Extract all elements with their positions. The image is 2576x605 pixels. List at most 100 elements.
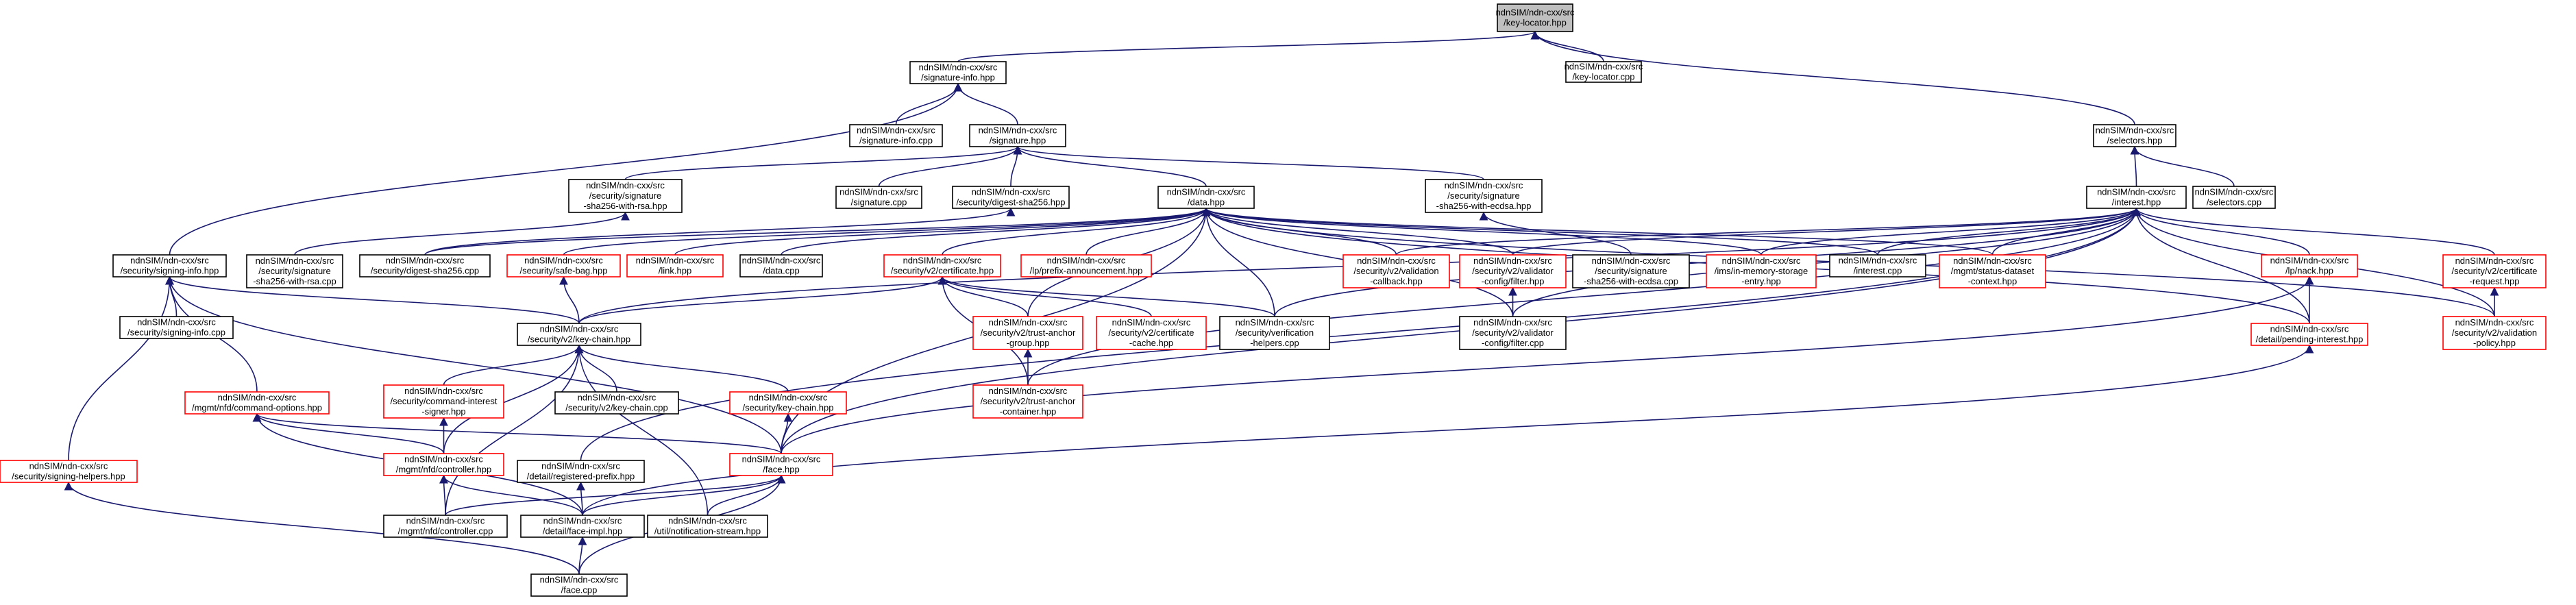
node-verif-cpp[interactable]: ndnSIM/ndn-cxx/src/security/verification… — [1219, 316, 1330, 350]
node-label-line: /security/v2/validation — [1353, 266, 1438, 276]
node-ctrl-cpp[interactable]: ndnSIM/ndn-cxx/src/mgmt/nfd/controller.c… — [383, 515, 508, 538]
node-ecdsa-cpp[interactable]: ndnSIM/ndn-cxx/src/security/signature-sh… — [1572, 254, 1690, 288]
node-label-line: /security/v2/certificate — [2452, 266, 2538, 276]
node-data-hpp[interactable]: ndnSIM/ndn-cxx/src/data.hpp — [1157, 186, 1255, 209]
node-statusds-hpp[interactable]: ndnSIM/ndn-cxx/src/mgmt/status-dataset-c… — [1939, 254, 2046, 288]
node-interest-cpp[interactable]: ndnSIM/ndn-cxx/src/interest.cpp — [1829, 254, 1926, 277]
node-nack-hpp[interactable]: ndnSIM/ndn-cxx/src/lp/nack.hpp — [2261, 254, 2358, 277]
node-ctrl-hpp[interactable]: ndnSIM/ndn-cxx/src/mgmt/nfd/controller.h… — [383, 453, 504, 476]
node-notif-hpp[interactable]: ndnSIM/ndn-cxx/src/util/notification-str… — [647, 515, 768, 538]
node-label-line: /selectors.cpp — [2207, 197, 2261, 208]
node-label-line: ndnSIM/ndn-cxx/src — [543, 516, 622, 526]
node-valpol-hpp[interactable]: ndnSIM/ndn-cxx/src/security/v2/validatio… — [2442, 316, 2547, 350]
node-keychain-hpp[interactable]: ndnSIM/ndn-cxx/src/security/v2/key-chain… — [517, 323, 641, 346]
node-box — [2250, 323, 2368, 346]
node-label-line: -sha256-with-ecdsa.cpp — [1584, 276, 1678, 286]
node-label-line: /lp/nack.hpp — [2285, 266, 2333, 276]
edge-sig_hpp-to-siginfo_hpp — [953, 82, 1018, 125]
edge-seckc_hpp-to-keychain_hpp — [574, 344, 789, 393]
node-ta-group-hpp[interactable]: ndnSIM/ndn-cxx/src/security/v2/trust-anc… — [972, 316, 1083, 350]
node-box — [184, 391, 330, 415]
node-label-line: /ims/in-memory-storage — [1715, 266, 1808, 276]
node-label-line: ndnSIM/ndn-cxx/src — [218, 393, 297, 403]
node-box — [1829, 254, 1926, 277]
node-signing-info-cpp[interactable]: ndnSIM/ndn-cxx/src/security/signing-info… — [119, 316, 234, 339]
edge-face_hpp-to-nack_hpp — [781, 275, 2314, 454]
node-cert-hpp[interactable]: ndnSIM/ndn-cxx/src/security/v2/certifica… — [883, 254, 1001, 277]
edge-layer — [64, 30, 2499, 575]
node-valcb-hpp[interactable]: ndnSIM/ndn-cxx/src/security/v2/validatio… — [1342, 254, 1450, 288]
node-keychain-cpp[interactable]: ndnSIM/ndn-cxx/src/security/v2/key-chain… — [554, 391, 679, 415]
node-kl-cpp[interactable]: ndnSIM/ndn-cxx/src/key-locator.cpp — [1565, 61, 1643, 83]
node-label-line: /mgmt/nfd/command-options.hpp — [192, 403, 322, 413]
node-rsa-cpp[interactable]: ndnSIM/ndn-cxx/src/security/signature-sh… — [246, 254, 343, 288]
node-siginfo-cpp[interactable]: ndnSIM/ndn-cxx/src/signature-info.cpp — [849, 124, 943, 147]
node-certreq-hpp[interactable]: ndnSIM/ndn-cxx/src/security/v2/certifica… — [2442, 254, 2547, 288]
node-box — [883, 254, 1001, 277]
node-pending-hpp[interactable]: ndnSIM/ndn-cxx/src/detail/pending-intere… — [2250, 323, 2368, 346]
node-valcfg-hpp[interactable]: ndnSIM/ndn-cxx/src/security/v2/validator… — [1459, 254, 1567, 288]
node-label-line: ndnSIM/ndn-cxx/src — [742, 454, 821, 465]
node-valfilter-cpp[interactable]: ndnSIM/ndn-cxx/src/security/v2/validator… — [1459, 316, 1567, 350]
node-regpfx-hpp[interactable]: ndnSIM/ndn-cxx/src/detail/registered-pre… — [517, 460, 645, 483]
edge-ecdsa_hpp-to-sig_hpp — [1013, 145, 1484, 180]
node-label-line: ndnSIM/ndn-cxx/src — [636, 256, 715, 266]
node-label-line: /security/verification — [1236, 328, 1314, 338]
node-label-line: /security/v2/trust-anchor — [981, 396, 1076, 406]
edge-face_hpp-to-cmdopt_hpp — [252, 412, 782, 454]
node-label-line: /face.hpp — [763, 465, 800, 475]
node-seckc-hpp[interactable]: ndnSIM/ndn-cxx/src/security/key-chain.hp… — [729, 391, 847, 415]
edge-keychain_hpp-to-safebag_hpp — [559, 275, 580, 324]
edge-safebag_hpp-to-data_hpp — [563, 207, 1211, 256]
node-label-line: -context.hpp — [1968, 276, 2017, 286]
node-label-line: /security/signature — [1595, 266, 1667, 276]
node-label-line: /security/digest-sha256.cpp — [371, 266, 479, 276]
node-signing-info-hpp[interactable]: ndnSIM/ndn-cxx/src/security/signing-info… — [112, 254, 227, 277]
node-dsha-hpp[interactable]: ndnSIM/ndn-cxx/src/security/digest-sha25… — [952, 186, 1070, 209]
node-rsa-hpp[interactable]: ndnSIM/ndn-cxx/src/security/signature-sh… — [568, 179, 683, 213]
node-ta-cont-hpp[interactable]: ndnSIM/ndn-cxx/src/security/v2/trust-anc… — [972, 384, 1083, 419]
node-certcache-hpp[interactable]: ndnSIM/ndn-cxx/src/security/v2/certifica… — [1096, 316, 1207, 350]
node-prefix-ann-hpp[interactable]: ndnSIM/ndn-cxx/src/lp/prefix-announcemen… — [1020, 254, 1152, 277]
node-faceimpl-hpp[interactable]: ndnSIM/ndn-cxx/src/detail/face-impl.hpp — [520, 515, 645, 538]
node-siginfo-hpp[interactable]: ndnSIM/ndn-cxx/src/signature-info.hpp — [909, 61, 1007, 84]
node-face-hpp[interactable]: ndnSIM/ndn-cxx/src/face.hpp — [729, 453, 833, 476]
edge-data_hpp-to-sig_hpp — [1013, 145, 1207, 187]
node-box — [849, 124, 943, 147]
node-link-hpp[interactable]: ndnSIM/ndn-cxx/src/link.hpp — [626, 254, 724, 277]
node-label-line: /face.cpp — [561, 585, 598, 595]
edge-keychain_hpp-to-signing_info_hpp — [165, 275, 580, 324]
node-box — [2442, 254, 2547, 288]
edge-interest_hpp-to-sel_hpp — [2130, 145, 2139, 187]
node-label-line: ndnSIM/ndn-cxx/src — [386, 256, 465, 266]
node-label-line: ndnSIM/ndn-cxx/src — [1592, 256, 1671, 266]
node-label-line: ndnSIM/ndn-cxx/src — [903, 256, 982, 266]
node-data-cpp[interactable]: ndnSIM/ndn-cxx/src/data.cpp — [739, 254, 823, 277]
node-dsha-cpp[interactable]: ndnSIM/ndn-cxx/src/security/digest-sha25… — [359, 254, 491, 277]
node-label-line: ndnSIM/ndn-cxx/src — [2455, 256, 2534, 266]
node-cmdsigner-hpp[interactable]: ndnSIM/ndn-cxx/src/security/command-inte… — [383, 384, 504, 419]
edge-ims_hpp-to-interest_hpp — [1761, 207, 2141, 256]
edge-statusds_hpp-to-data_hpp — [1201, 207, 1994, 256]
node-label-line: ndnSIM/ndn-cxx/src — [1953, 256, 2032, 266]
node-label-line: ndnSIM/ndn-cxx/src — [989, 386, 1068, 396]
node-label-line: ndnSIM/ndn-cxx/src — [578, 393, 657, 403]
node-sig-hpp[interactable]: ndnSIM/ndn-cxx/src/signature.hpp — [969, 124, 1066, 147]
node-ims-hpp[interactable]: ndnSIM/ndn-cxx/src/ims/in-memory-storage… — [1706, 254, 1817, 288]
node-ecdsa-hpp[interactable]: ndnSIM/ndn-cxx/src/security/signature-sh… — [1425, 179, 1543, 213]
node-label-line: -sha256-with-rsa.cpp — [253, 276, 336, 286]
edge-valcb_hpp-to-interest_hpp — [1395, 207, 2141, 256]
node-interest-hpp[interactable]: ndnSIM/ndn-cxx/src/interest.hpp — [2086, 186, 2187, 209]
edge-data_cpp-to-data_hpp — [781, 207, 1211, 256]
node-sig-cpp[interactable]: ndnSIM/ndn-cxx/src/signature.cpp — [835, 186, 922, 209]
node-sel-hpp[interactable]: ndnSIM/ndn-cxx/src/selectors.hpp — [2093, 124, 2176, 147]
node-face-cpp[interactable]: ndnSIM/ndn-cxx/src/face.cpp — [530, 573, 628, 597]
edge-nack_hpp-to-interest_hpp — [2132, 207, 2310, 256]
node-safebag-hpp[interactable]: ndnSIM/ndn-cxx/src/security/safe-bag.hpp — [506, 254, 621, 277]
node-label-line: /key-locator.hpp — [1504, 18, 1567, 28]
node-cmdopt-hpp[interactable]: ndnSIM/ndn-cxx/src/mgmt/nfd/command-opti… — [184, 391, 330, 415]
node-signhelp-hpp[interactable]: ndnSIM/ndn-cxx/src/security/signing-help… — [0, 460, 138, 483]
node-label-line: -policy.hpp — [2473, 338, 2516, 348]
node-sel-cpp[interactable]: ndnSIM/ndn-cxx/src/selectors.cpp — [2192, 186, 2276, 209]
node-box — [520, 515, 645, 538]
